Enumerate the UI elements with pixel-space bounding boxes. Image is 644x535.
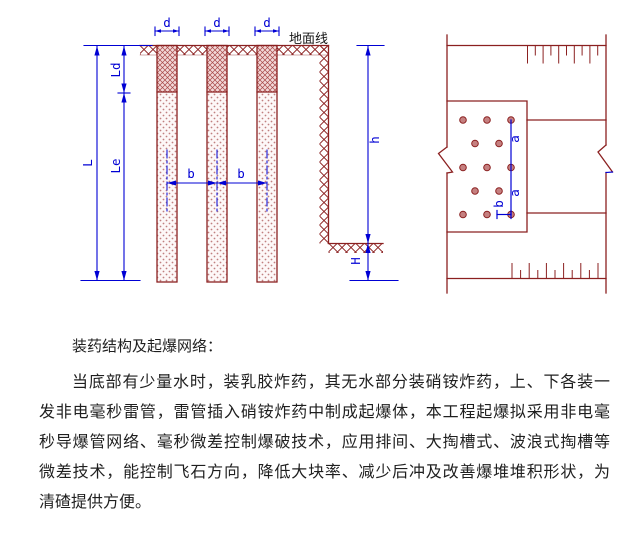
cross-section-diagram: L Ld Le d d d b b h H 地面线 <box>80 15 399 283</box>
label-row-spacing-a1: a <box>507 135 522 143</box>
borehole-column-2 <box>206 44 228 283</box>
label-hole-depth: L <box>80 159 95 167</box>
paragraph-line-1: 当底部有少量水时，装乳胶炸药，其无水部分装硝铵炸药，上、下各装一 <box>72 374 610 391</box>
label-stemming: Ld <box>108 62 123 77</box>
top-edge-ticks <box>527 45 599 64</box>
blast-hole-dots <box>459 116 515 219</box>
section-heading: 装药结构及起爆网络： <box>72 339 223 355</box>
borehole-column-3 <box>256 44 278 283</box>
pit-floor-hatch <box>327 242 384 253</box>
break-blue-stub <box>605 171 614 174</box>
label-hole-diameter-3: d <box>263 15 271 30</box>
dimension-lines <box>80 26 399 282</box>
label-ground-line: 地面线 <box>289 31 328 46</box>
paragraph-line-4: 微差技术，能控制飞石方向，降低大块率、减少后冲及改善爆堆堆积形状，为 <box>39 464 610 481</box>
excavation-edges <box>437 34 614 294</box>
label-subdrill: H <box>348 257 363 265</box>
label-spacing-b1: b <box>187 166 195 181</box>
label-spacing-b2: b <box>237 166 245 181</box>
paragraph-line-3: 秒导爆管网络、毫秒微差控制爆破技术，应用排间、大掏槽式、波浪式掏槽等 <box>39 434 610 451</box>
plan-dimensions <box>496 119 512 220</box>
plan-view-diagram: a a b <box>437 34 614 294</box>
label-charge-length: Le <box>108 158 123 173</box>
hole-centerlines <box>166 149 268 214</box>
blasting-design-diagram: L Ld Le d d d b b h H 地面线 <box>80 15 614 294</box>
label-hole-diameter-1: d <box>163 15 171 30</box>
paragraph-line-5: 清碴提供方便。 <box>39 494 152 511</box>
body-text: 装药结构及起爆网络： 当底部有少量水时，装乳胶炸药，其无水部分装硝铵炸药，上、下… <box>39 332 610 518</box>
label-hole-diameter-2: d <box>213 15 221 30</box>
paragraph-line-2: 发非电毫秒雷管，雷管插入硝铵炸药中制成起爆体，本工程起爆拟采用非电毫 <box>39 404 610 421</box>
borehole-column-1 <box>156 44 178 283</box>
bench-face-hatch <box>319 44 330 245</box>
bottom-edge-ticks <box>511 263 599 279</box>
dimension-arrows <box>94 29 371 281</box>
label-offset-b: b <box>491 200 506 208</box>
label-bench-height: h <box>367 136 382 144</box>
label-row-spacing-a2: a <box>507 189 522 197</box>
